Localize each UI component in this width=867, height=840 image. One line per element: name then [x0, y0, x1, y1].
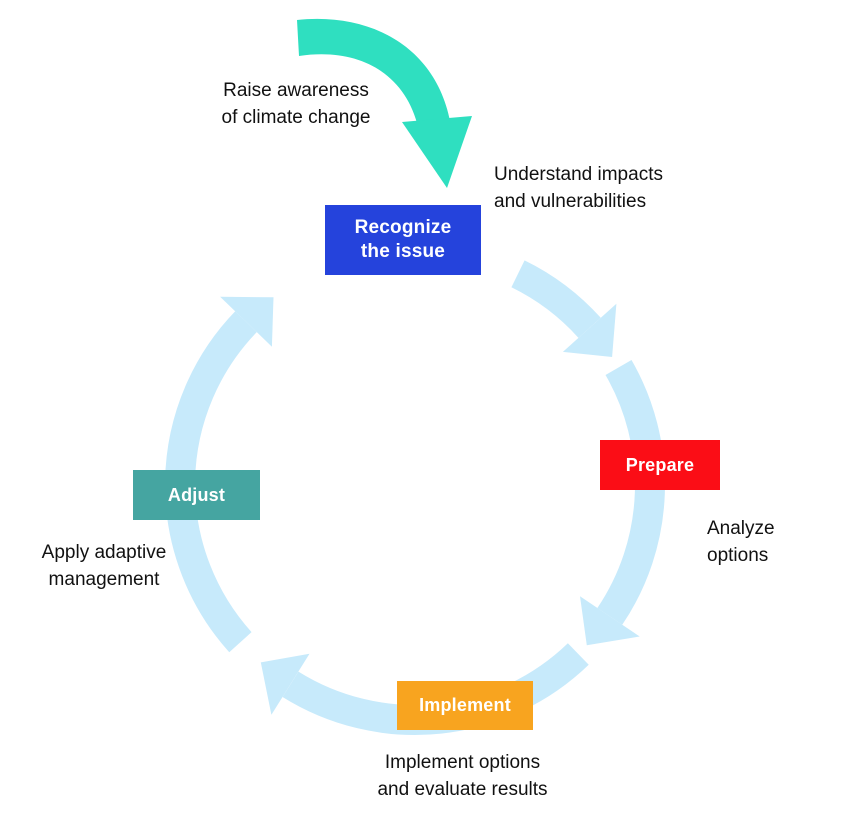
node-label: Prepare [625, 454, 695, 475]
node-adjust: Adjust [133, 470, 260, 520]
node-prepare: Prepare [600, 440, 720, 490]
node-label: Recognize the issue [354, 217, 452, 262]
node-label: Implement [419, 695, 511, 716]
annotation-implement-options: Implement options and evaluate results [377, 752, 548, 800]
arrowhead-to-implement-icon [580, 596, 640, 646]
entry-arrow-shaft [297, 18, 451, 131]
arrowhead-to-adjust-icon [260, 653, 310, 715]
cycle-arc-right [597, 360, 665, 625]
arrowhead-to-recognize-icon [220, 296, 274, 347]
arrowhead-to-prepare-icon [562, 303, 617, 357]
cycle-arc-top-right [511, 260, 601, 339]
annotation-understand-impacts: Understand impacts and vulnerabilities [494, 164, 663, 212]
node-implement: Implement [397, 681, 533, 730]
entry-arrowhead-icon [402, 116, 472, 188]
annotation-apply-adaptive-management: Apply adaptive management [41, 542, 167, 590]
annotation-analyze-options: Analyze options [707, 518, 775, 566]
node-label: Adjust [167, 484, 226, 505]
node-recognize-the-issue: Recognize the issue [325, 205, 481, 275]
annotation-raise-awareness: Raise awareness of climate change [221, 80, 371, 128]
